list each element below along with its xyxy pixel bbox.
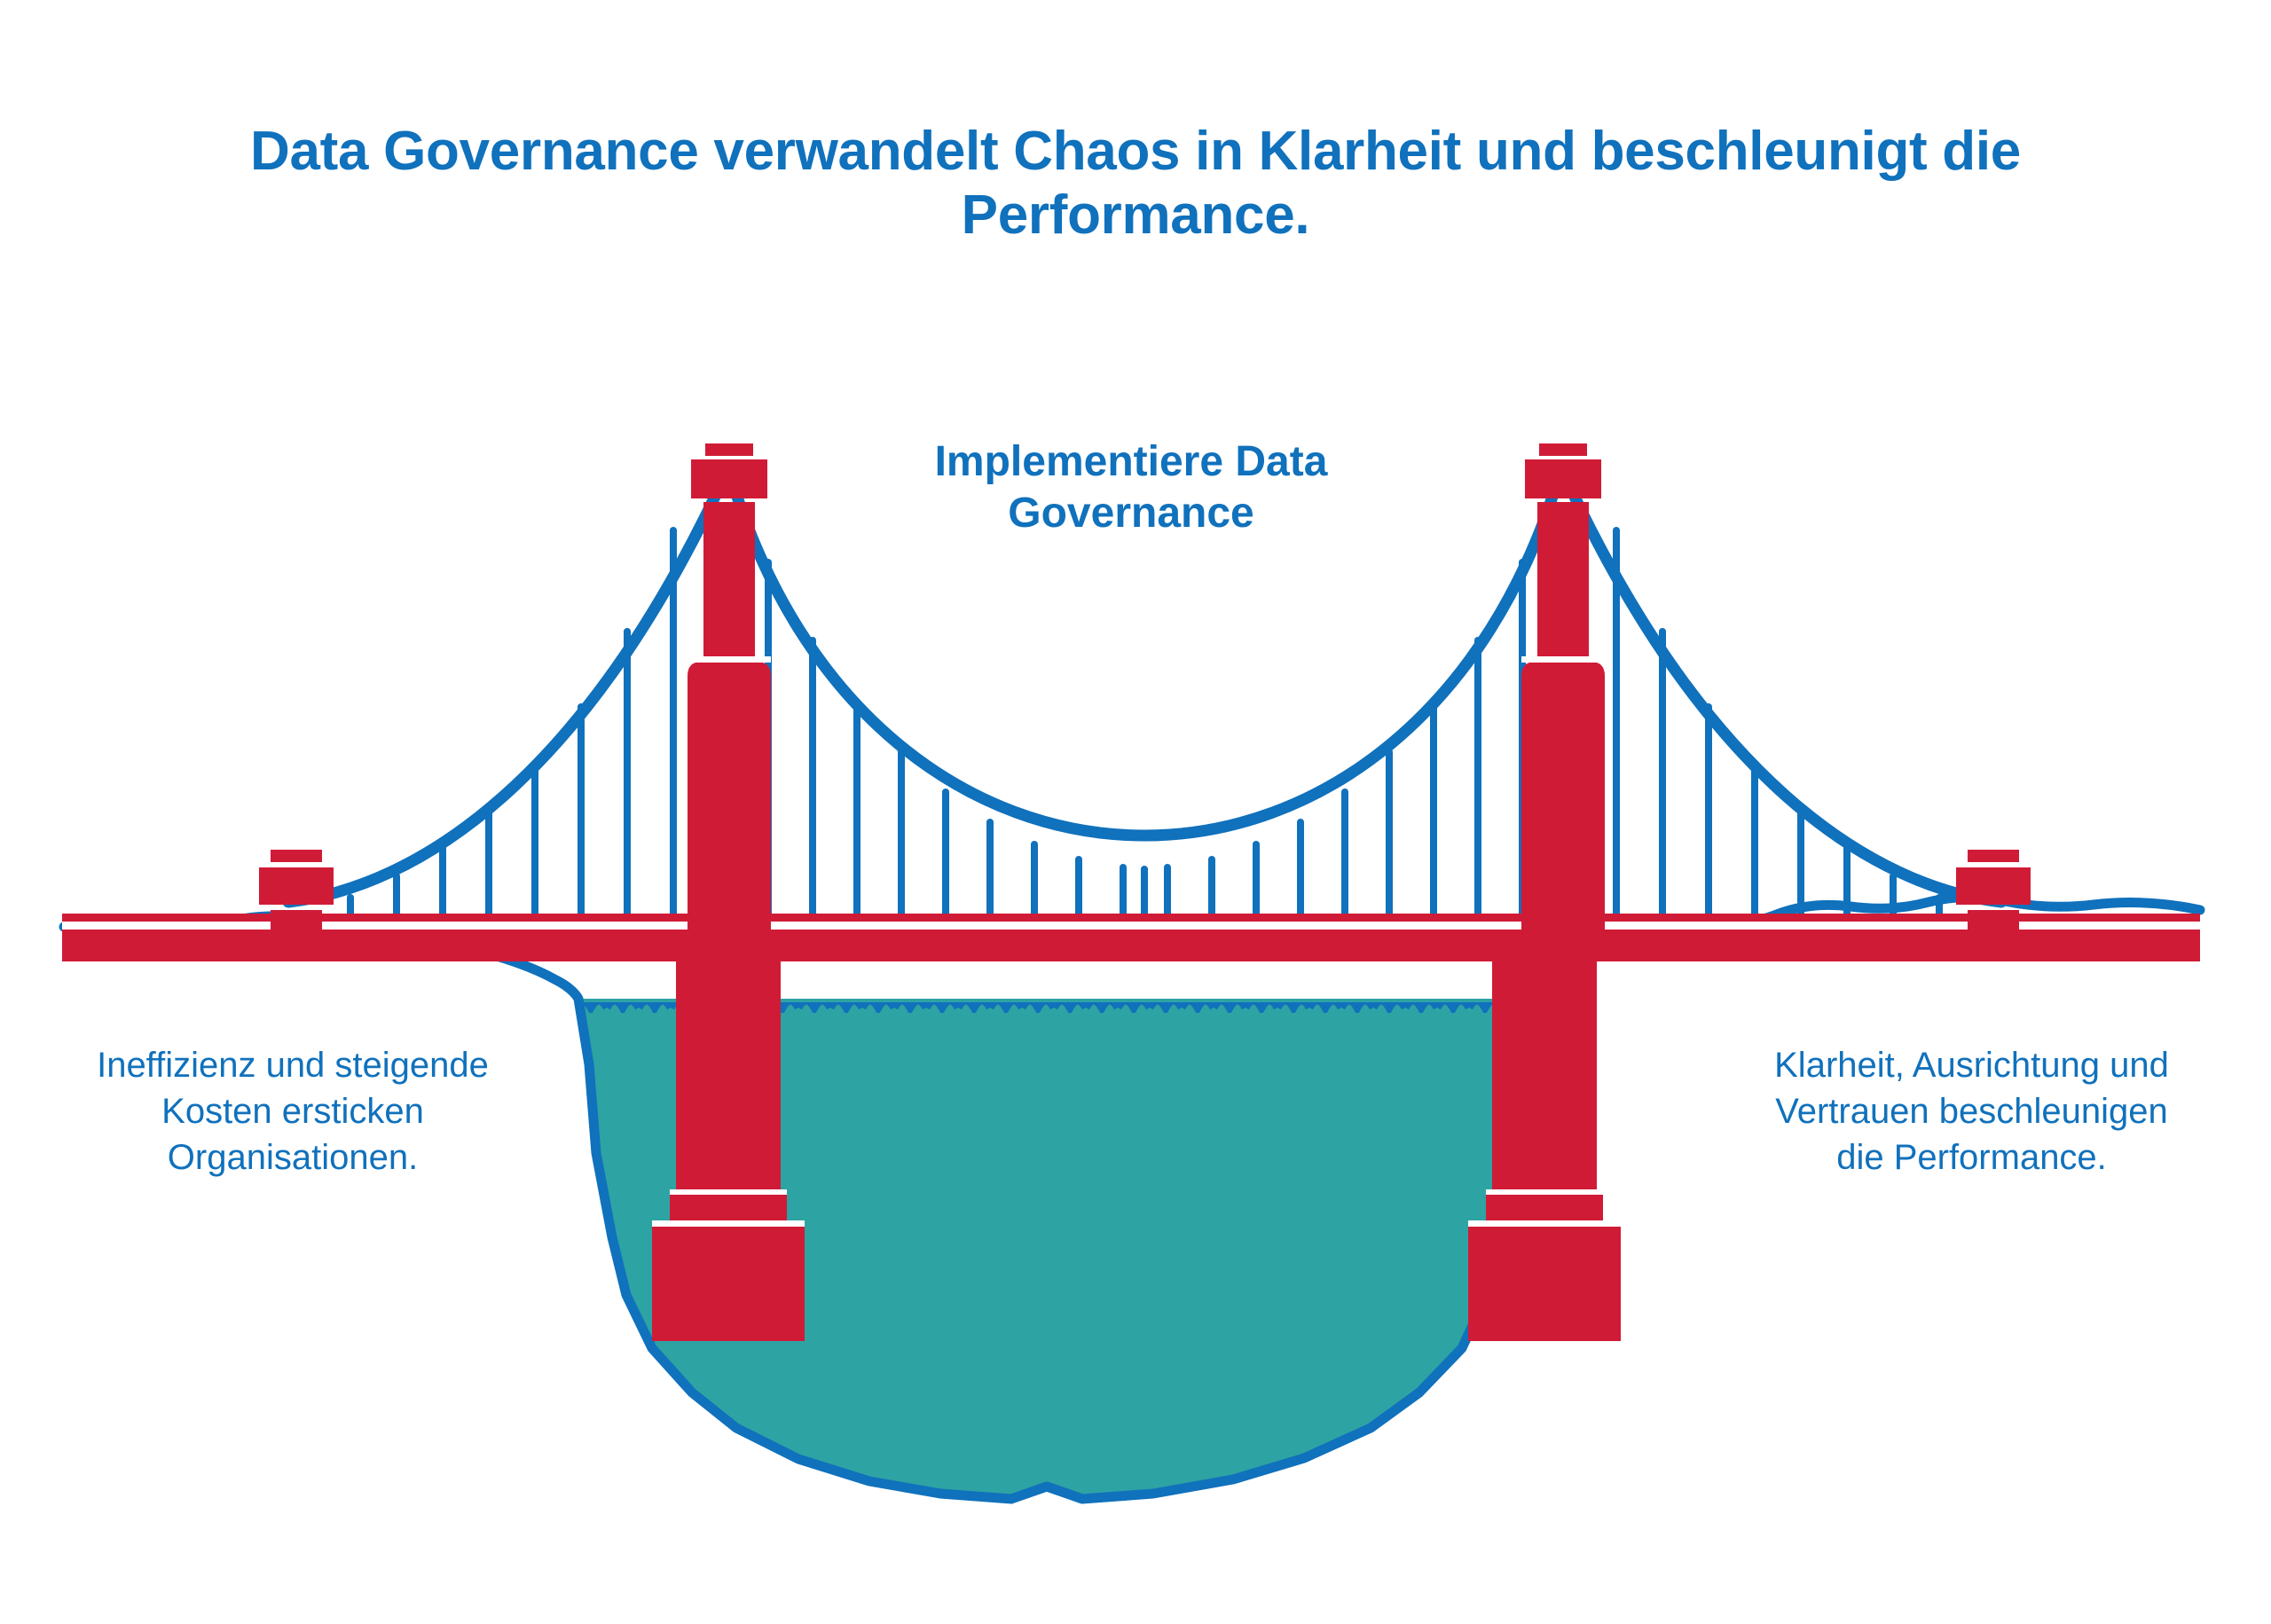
caption-right: Klarheit, Ausrichtung und Vertrauen besc… — [1725, 1042, 2218, 1181]
tower-left — [688, 443, 771, 914]
tower-right-seam — [1521, 656, 1605, 663]
page-title: Data Governance verwandelt Chaos in Klar… — [250, 121, 2021, 246]
caption-right-line-1: Klarheit, Ausrichtung und — [1774, 1046, 2169, 1085]
span-label-line-2: Governance — [1008, 489, 1254, 537]
anchor-post-right — [1956, 850, 2031, 961]
water-surface-waves — [577, 1002, 1536, 1013]
water-body — [577, 999, 1536, 1499]
tower-left-seam — [688, 656, 771, 663]
pier-foundation-notches — [652, 1189, 1621, 1227]
caption-right-line-3: die Performance. — [1836, 1138, 2107, 1177]
suspender-cables — [347, 527, 1943, 917]
caption-left: Ineffizienz und steigende Kosten erstick… — [53, 1042, 532, 1181]
caption-right-line-2: Vertrauen beschleunigen — [1775, 1092, 2168, 1131]
bridge-deck — [62, 914, 2200, 961]
tower-below-deck — [688, 914, 1605, 961]
caption-left-line-1: Ineffizienz und steigende — [97, 1046, 489, 1085]
tower-right — [1521, 443, 1605, 914]
span-label: Implementiere Data Governance — [860, 436, 1402, 538]
main-suspension-cables — [282, 462, 2008, 908]
caption-left-line-3: Organisationen. — [167, 1138, 419, 1177]
span-label-line-1: Implementiere Data — [934, 438, 1328, 485]
underwater-piers — [652, 962, 1621, 1341]
caption-left-line-2: Kosten ersticken — [161, 1092, 424, 1131]
anchor-post-left — [259, 850, 334, 961]
